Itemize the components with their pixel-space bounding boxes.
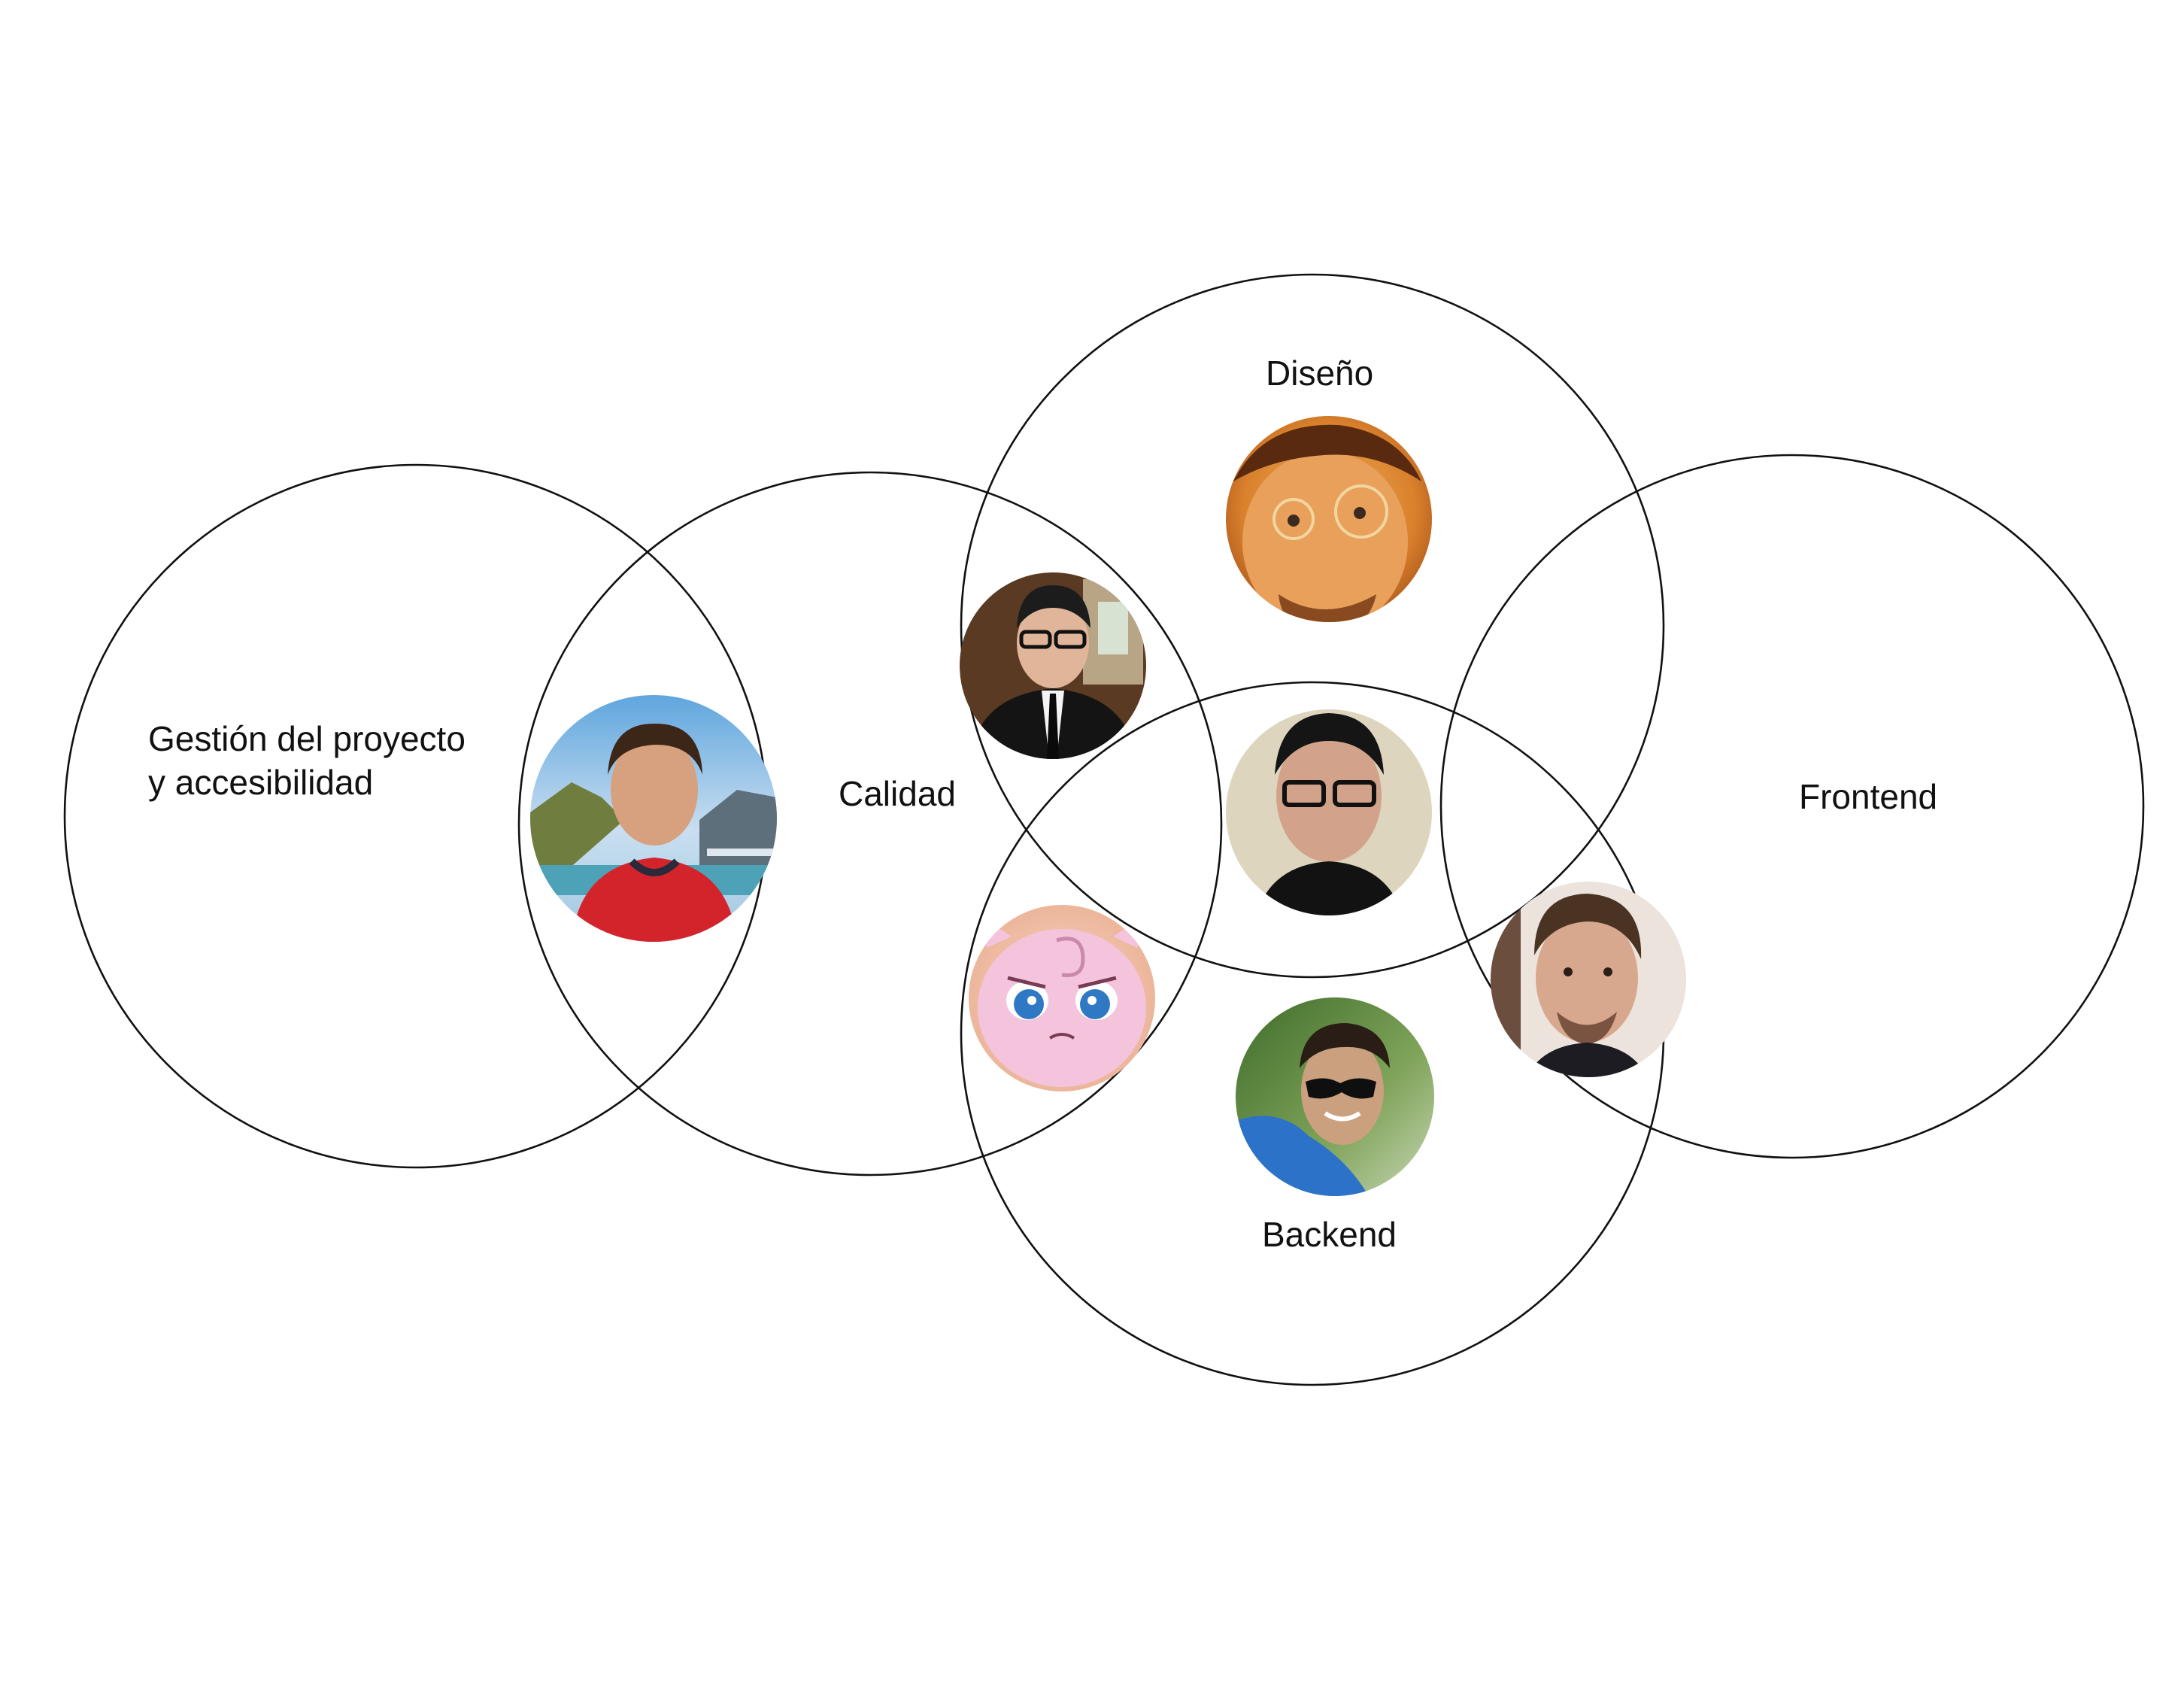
- avatar-member-2: [960, 572, 1146, 759]
- circle-calidad: [517, 471, 1223, 1176]
- circle-frontend: [1439, 454, 2145, 1159]
- label-diseno: Diseño: [1266, 354, 1373, 393]
- group-labels: Gestión del proyecto y accesibilidad Cal…: [148, 354, 1937, 1254]
- circle-diseno: [960, 273, 1665, 979]
- avatar-member-7: [1491, 882, 1686, 1077]
- label-gestion-line2: y accesibilidad: [148, 763, 373, 802]
- avatar-member-3: [1226, 416, 1432, 622]
- avatar-member-5: [969, 905, 1155, 1091]
- avatar-member-1: [530, 695, 777, 942]
- label-backend: Backend: [1262, 1215, 1397, 1254]
- avatar-member-6: [1236, 997, 1434, 1196]
- avatar-member-4: [1226, 709, 1432, 915]
- label-calidad: Calidad: [839, 774, 956, 813]
- group-circles: [63, 273, 2145, 1386]
- label-gestion-line1: Gestión del proyecto: [148, 719, 466, 758]
- label-frontend: Frontend: [1799, 777, 1937, 816]
